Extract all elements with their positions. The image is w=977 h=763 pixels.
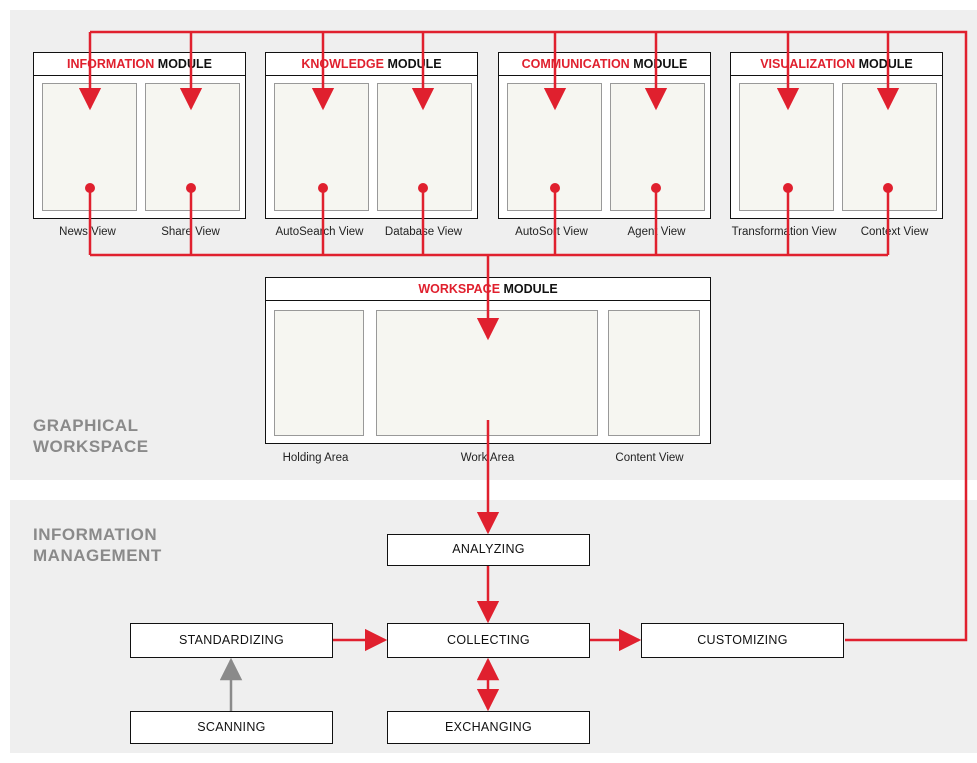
caption-content-view: Content View [615,452,684,464]
scanning-box[interactable]: SCANNING [130,711,333,744]
caption-context-view: Context View [860,226,929,238]
caption-autosearch-view: AutoSearch View [275,226,364,238]
collecting-box[interactable]: COLLECTING [387,623,590,658]
standardizing-box[interactable]: STANDARDIZING [130,623,333,658]
analyzing-box[interactable]: ANALYZING [387,534,590,566]
module-title: COMMUNICATION MODULE [499,53,710,76]
upstream-lines [88,188,890,341]
customizing-box[interactable]: CUSTOMIZING [641,623,844,658]
top-feed-line [90,30,968,642]
section-label-information-management: INFORMATION MANAGEMENT [33,525,162,565]
source-dots [85,183,893,193]
section-label-graphical-workspace: GRAPHICAL WORKSPACE [33,416,149,456]
caption-holding-area: Holding Area [282,452,349,464]
holding-area-thumbnail[interactable] [274,310,364,436]
caption-autosort-view: AutoSort View [515,226,588,238]
module-title: VISUALIZATION MODULE [731,53,942,76]
workspace-module: WORKSPACE MODULE [265,277,711,444]
process-arrows [333,420,642,712]
exchanging-box[interactable]: EXCHANGING [387,711,590,744]
downward-arrows [78,32,900,111]
caption-news-view: News View [59,226,116,238]
content-view-thumbnail[interactable] [608,310,700,436]
caption-transformation-view: Transformation View [731,226,837,238]
